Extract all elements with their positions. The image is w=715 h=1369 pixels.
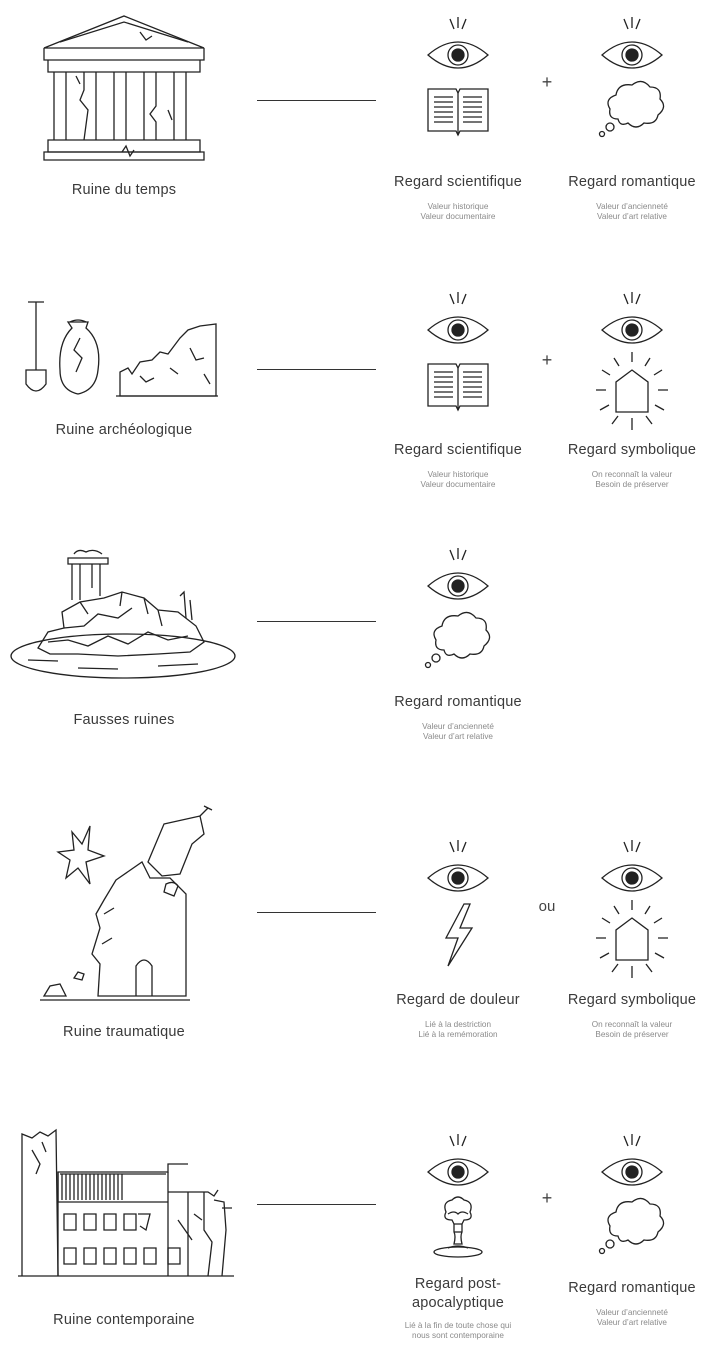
radiant-house-icon <box>592 350 672 435</box>
value-line: Valeur d’ancienneté <box>596 1308 668 1317</box>
value-line: On reconnaît la valeur <box>591 470 673 479</box>
connector-line <box>257 100 376 101</box>
gaze-card: Regard de douleur Lié à la destriction L… <box>373 838 543 1040</box>
mushroom-cloud-icon <box>418 1192 498 1262</box>
connector-line <box>257 912 376 913</box>
gaze-values: Valeur d’ancienneté Valeur d’art relativ… <box>373 722 543 742</box>
category-label: Ruine du temps <box>71 182 177 198</box>
category-label: Ruine traumatique <box>63 1024 185 1040</box>
value-line: Lié à la destriction <box>425 1020 491 1029</box>
operator-ou: ou <box>538 898 556 915</box>
thought-cloud-icon <box>592 1192 672 1257</box>
operator-plus: + <box>541 72 553 92</box>
value-line: On reconnaît la valeur <box>591 1020 673 1029</box>
category-label: Ruine contemporaine <box>53 1312 195 1328</box>
gaze-values: Lié à la destriction Lié à la remémorati… <box>373 1020 543 1040</box>
gaze-card: Regard symbolique On reconnaît la valeur… <box>547 290 715 490</box>
eye-icon <box>592 838 672 898</box>
gaze-title: Regard de douleur <box>396 992 520 1008</box>
value-line: Valeur historique <box>427 202 489 211</box>
gaze-values: On reconnaît la valeur Besoin de préserv… <box>547 470 715 490</box>
industrial-ruin-icon <box>18 1130 238 1280</box>
gaze-card: Regard scientifique Valeur historique Va… <box>373 15 543 222</box>
value-line: Lié à la fin de toute chose qui <box>404 1321 512 1330</box>
value-line: Valeur d’art relative <box>597 212 667 221</box>
value-line: Besoin de préserver <box>595 480 669 489</box>
folly-ruins-island-icon <box>8 548 238 688</box>
eye-icon <box>592 15 672 75</box>
shovel-vase-wall-icon <box>20 298 220 408</box>
gaze-card: Regard romantique Valeur d’ancienneté Va… <box>547 15 715 222</box>
value-line: Valeur historique <box>427 470 489 479</box>
gaze-card: Regard romantique Valeur d’ancienneté Va… <box>547 1132 715 1328</box>
gaze-values: Valeur d’ancienneté Valeur d’art relativ… <box>547 1308 715 1328</box>
lightning-icon <box>418 898 498 970</box>
value-line: Valeur d’art relative <box>597 1318 667 1327</box>
gaze-title: Regard scientifique <box>394 442 522 458</box>
eye-icon <box>418 290 498 350</box>
gaze-card: Regard romantique Valeur d’ancienneté Va… <box>373 546 543 742</box>
connector-line <box>257 369 376 370</box>
operator-plus: + <box>541 350 553 370</box>
value-line: Valeur documentaire <box>420 480 496 489</box>
category-label: Ruine archéologique <box>55 422 193 438</box>
title-line: Regard post- <box>414 1276 502 1292</box>
gaze-title: Regard romantique <box>568 1280 696 1296</box>
eye-icon <box>592 1132 672 1192</box>
value-line: Valeur d’ancienneté <box>422 722 494 731</box>
value-line: Besoin de préserver <box>595 1030 669 1039</box>
gaze-title: Regard symbolique <box>567 442 697 458</box>
eye-icon <box>418 546 498 606</box>
eye-icon <box>418 15 498 75</box>
gaze-card: Regard scientifique Valeur historique Va… <box>373 290 543 490</box>
gaze-values: Valeur historique Valeur documentaire <box>373 202 543 222</box>
thought-cloud-icon <box>418 606 498 671</box>
ruined-temple-icon <box>40 10 208 162</box>
eye-icon <box>592 290 672 350</box>
book-icon <box>418 75 498 140</box>
gaze-title: Regard romantique <box>568 174 696 190</box>
gaze-title: Regard scientifique <box>394 174 522 190</box>
operator-plus: + <box>541 1188 553 1208</box>
gaze-title: Regard post- apocalyptique <box>373 1275 543 1313</box>
eye-icon <box>418 1132 498 1192</box>
value-line: Lié à la remémoration <box>418 1030 498 1039</box>
title-line: apocalyptique <box>411 1295 505 1311</box>
explosion-ruin-icon <box>40 804 220 1004</box>
gaze-card: Regard post- apocalyptique Lié à la fin … <box>373 1132 543 1341</box>
value-line: nous sont contemporaine <box>412 1331 504 1340</box>
value-line: Valeur d’art relative <box>423 732 493 741</box>
value-line: Valeur d’ancienneté <box>596 202 668 211</box>
category-label: Fausses ruines <box>73 712 175 728</box>
connector-line <box>257 1204 376 1205</box>
gaze-values: Valeur d’ancienneté Valeur d’art relativ… <box>547 202 715 222</box>
eye-icon <box>418 838 498 898</box>
book-icon <box>418 350 498 415</box>
gaze-title: Regard romantique <box>394 694 522 710</box>
gaze-values: Valeur historique Valeur documentaire <box>373 470 543 490</box>
gaze-values: On reconnaît la valeur Besoin de préserv… <box>547 1020 715 1040</box>
gaze-card: Regard symbolique On reconnaît la valeur… <box>547 838 715 1040</box>
connector-line <box>257 621 376 622</box>
value-line: Valeur documentaire <box>420 212 496 221</box>
thought-cloud-icon <box>592 75 672 140</box>
radiant-house-icon <box>592 898 672 983</box>
gaze-values: Lié à la fin de toute chose qui nous son… <box>373 1321 543 1341</box>
gaze-title: Regard symbolique <box>567 992 697 1008</box>
